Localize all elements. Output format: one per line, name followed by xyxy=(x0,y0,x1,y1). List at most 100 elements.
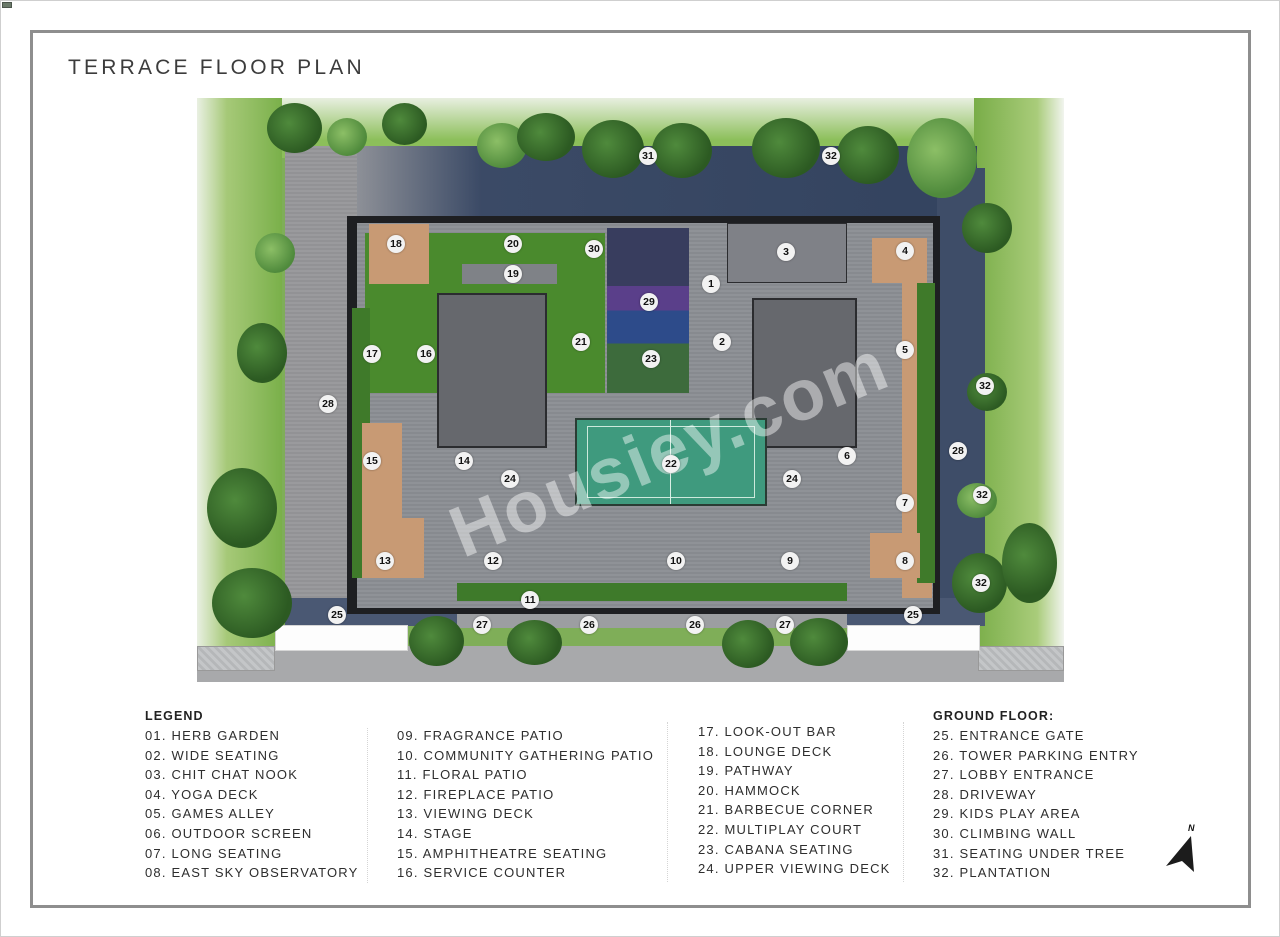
map-marker-24: 24 xyxy=(783,470,801,488)
map-marker-29: 29 xyxy=(640,293,658,311)
east-planter xyxy=(917,283,935,583)
map-marker-3: 3 xyxy=(777,243,795,261)
map-marker-28: 28 xyxy=(949,442,967,460)
tree-icon xyxy=(212,568,292,638)
legend-item: 32. PLANTATION xyxy=(933,865,1052,881)
legend-heading: LEGEND xyxy=(145,709,204,723)
tree-icon xyxy=(382,103,427,145)
tree-icon xyxy=(962,203,1012,253)
legend-item: 06. OUTDOOR SCREEN xyxy=(145,826,313,841)
tree-icon xyxy=(267,103,322,153)
viewing-deck-area xyxy=(362,518,424,578)
legend-item: 26. TOWER PARKING ENTRY xyxy=(933,747,1139,763)
tree-icon xyxy=(207,468,277,548)
map-marker-4: 4 xyxy=(896,242,914,260)
legend-item: 29. KIDS PLAY AREA xyxy=(933,806,1081,822)
legend-item: 25. ENTRANCE GATE xyxy=(933,728,1085,743)
tree-icon xyxy=(652,123,712,178)
thumbnail-icon xyxy=(2,2,12,8)
legend-item: 05. GAMES ALLEY xyxy=(145,806,276,822)
legend-item: 21. BARBECUE CORNER xyxy=(698,802,874,818)
map-marker-25: 25 xyxy=(904,606,922,624)
legend-item: 12. FIREPLACE PATIO xyxy=(397,786,555,802)
tower-west-roof xyxy=(437,293,547,448)
tower-east-roof xyxy=(752,298,857,448)
south-hedge xyxy=(457,583,847,601)
map-marker-31: 31 xyxy=(639,147,657,165)
legend-item: 28. DRIVEWAY xyxy=(933,786,1037,802)
map-marker-28: 28 xyxy=(319,395,337,413)
legend-item: 09. FRAGRANCE PATIO xyxy=(397,728,564,743)
legend-item: 10. COMMUNITY GATHERING PATIO xyxy=(397,747,655,763)
map-marker-32: 32 xyxy=(976,377,994,395)
column-divider xyxy=(903,722,904,882)
map-marker-24: 24 xyxy=(501,470,519,488)
legend-item: 01. HERB GARDEN xyxy=(145,728,281,743)
map-marker-27: 27 xyxy=(776,616,794,634)
legend-item: 04. YOGA DECK xyxy=(145,786,259,802)
legend-item: 31. SEATING UNDER TREE xyxy=(933,845,1126,861)
map-marker-6: 6 xyxy=(838,447,856,465)
tree-icon xyxy=(327,118,367,156)
amphitheatre-area xyxy=(362,423,402,523)
map-marker-12: 12 xyxy=(484,552,502,570)
map-marker-32: 32 xyxy=(973,486,991,504)
page-title: TERRACE FLOOR PLAN xyxy=(68,56,365,79)
legend-item: 18. LOUNGE DECK xyxy=(698,743,833,759)
map-marker-32: 32 xyxy=(972,574,990,592)
map-marker-16: 16 xyxy=(417,345,435,363)
map-marker-2: 2 xyxy=(713,333,731,351)
map-marker-26: 26 xyxy=(580,616,598,634)
legend-item: 15. AMPHITHEATRE SEATING xyxy=(397,845,608,861)
legend-item: 19. PATHWAY xyxy=(698,763,794,779)
map-marker-23: 23 xyxy=(642,350,660,368)
map-marker-30: 30 xyxy=(585,240,603,258)
lounge-deck-area xyxy=(369,224,429,284)
north-arrow-icon: N xyxy=(1166,823,1195,872)
ground-floor-heading: GROUND FLOOR: xyxy=(933,709,1055,723)
tree-icon xyxy=(907,118,977,198)
tree-icon xyxy=(1002,523,1057,603)
tree-icon xyxy=(517,113,575,161)
court-lines xyxy=(587,426,755,498)
map-marker-10: 10 xyxy=(667,552,685,570)
gate-structure-west xyxy=(275,625,408,651)
tree-icon xyxy=(409,616,464,666)
legend-item: 13. VIEWING DECK xyxy=(397,806,534,822)
column-divider xyxy=(367,728,368,883)
legend-item: 27. LOBBY ENTRANCE xyxy=(933,767,1095,783)
legend-item: 23. CABANA SEATING xyxy=(698,841,854,857)
map-marker-18: 18 xyxy=(387,235,405,253)
map-marker-14: 14 xyxy=(455,452,473,470)
legend-item: 17. LOOK-OUT BAR xyxy=(698,724,837,739)
map-marker-25: 25 xyxy=(328,606,346,624)
map-marker-21: 21 xyxy=(572,333,590,351)
legend-item: 30. CLIMBING WALL xyxy=(933,826,1077,841)
legend-item: 16. SERVICE COUNTER xyxy=(397,865,567,881)
legend-item: 14. STAGE xyxy=(397,826,473,841)
map-marker-13: 13 xyxy=(376,552,394,570)
map-marker-1: 1 xyxy=(702,275,720,293)
tree-icon xyxy=(752,118,820,178)
legend-item: 24. UPPER VIEWING DECK xyxy=(698,861,891,877)
legend-item: 20. HAMMOCK xyxy=(698,782,801,798)
tree-icon xyxy=(722,620,774,668)
tree-icon xyxy=(582,120,644,178)
map-marker-32: 32 xyxy=(822,147,840,165)
public-road xyxy=(197,646,1064,682)
gate-structure-east xyxy=(847,625,980,651)
map-marker-15: 15 xyxy=(363,452,381,470)
legend-item: 03. CHIT CHAT NOOK xyxy=(145,767,299,783)
legend-item: 08. EAST SKY OBSERVATORY xyxy=(145,865,359,881)
column-divider xyxy=(667,722,668,882)
map-marker-26: 26 xyxy=(686,616,704,634)
tree-icon xyxy=(255,233,295,273)
pavement-east xyxy=(978,646,1064,671)
pavement-west xyxy=(197,646,275,671)
legend-item: 02. WIDE SEATING xyxy=(145,747,280,763)
map-marker-8: 8 xyxy=(896,552,914,570)
map-marker-7: 7 xyxy=(896,494,914,512)
tree-icon xyxy=(237,323,287,383)
map-marker-22: 22 xyxy=(662,455,680,473)
map-marker-5: 5 xyxy=(896,341,914,359)
